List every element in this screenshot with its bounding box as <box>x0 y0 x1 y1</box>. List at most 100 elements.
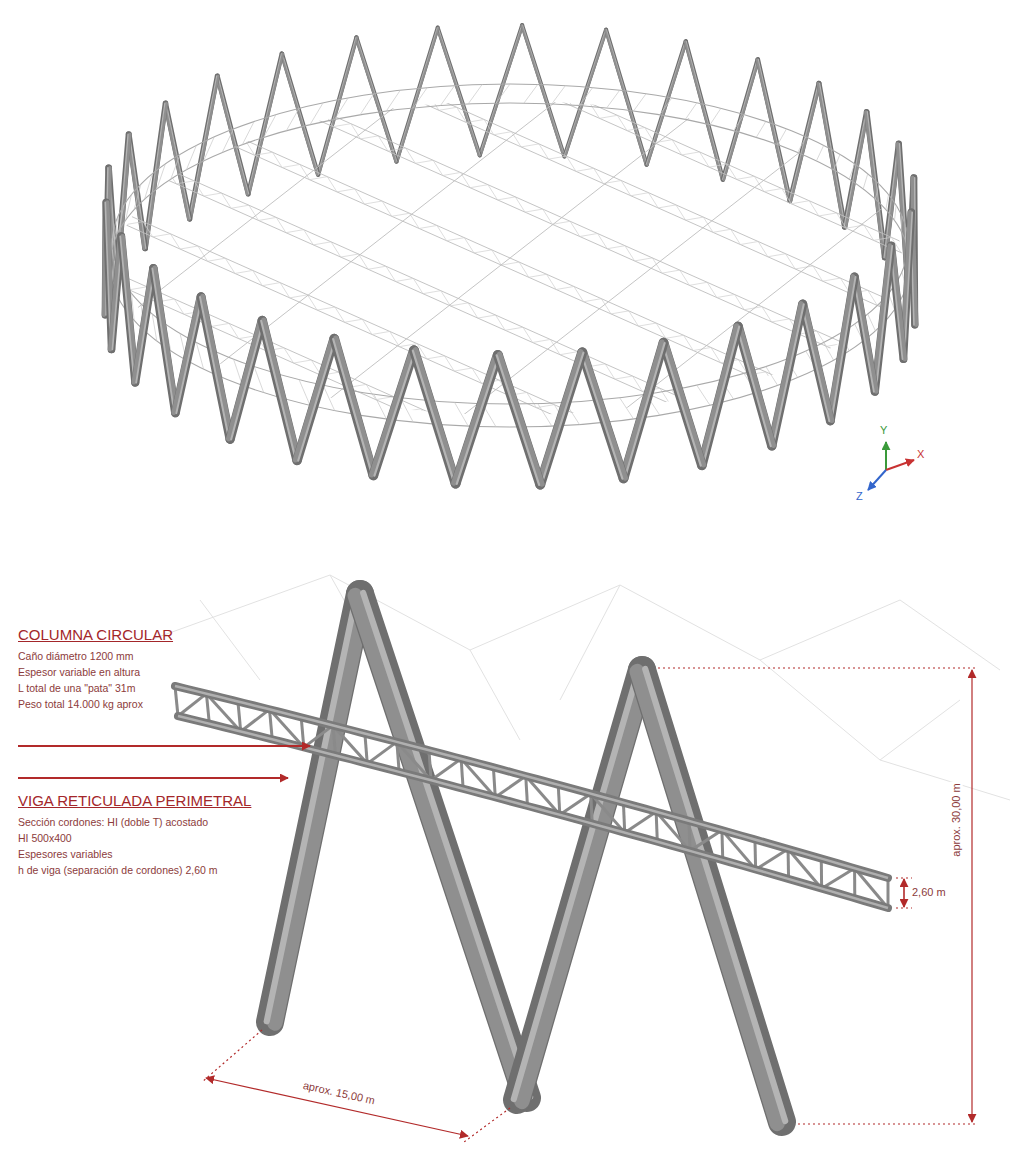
column-leg <box>770 304 804 446</box>
drawing-part <box>438 28 480 156</box>
perimeter-web <box>816 145 823 160</box>
drawing-part <box>500 354 542 484</box>
column-leg <box>539 352 584 485</box>
truss-web <box>109 0 1029 138</box>
drawing-part <box>372 350 413 475</box>
drawing-part <box>396 28 437 162</box>
perimeter-web <box>125 195 131 221</box>
callout-arrow <box>18 777 288 779</box>
drawing-part <box>645 669 785 1121</box>
truss-chord <box>314 251 1029 1014</box>
drawing-part <box>480 25 522 155</box>
perimeter-web <box>798 137 806 153</box>
drawing-part <box>770 304 801 446</box>
drawing-part <box>700 326 736 465</box>
drawing-part <box>437 28 479 156</box>
drawing-part <box>606 30 647 165</box>
truss-web <box>38 0 1029 297</box>
drawing-part <box>625 343 665 479</box>
truss-web <box>623 803 624 833</box>
drawing-part <box>497 355 539 485</box>
column-leg <box>497 354 542 485</box>
truss-web <box>367 742 397 764</box>
column-leg <box>662 342 703 465</box>
perimeter-web <box>204 137 215 161</box>
perimeter-web <box>824 343 834 361</box>
dimension-line <box>971 670 972 1122</box>
drawing-part <box>723 59 758 179</box>
drawing-part <box>438 27 480 155</box>
roof-trusses <box>0 0 1029 1014</box>
perimeter-truss-beam <box>175 686 888 908</box>
drawing-part <box>703 327 739 466</box>
perimeter-web <box>863 174 868 189</box>
axis-x <box>886 460 914 470</box>
drawing-part <box>134 268 152 382</box>
truss-web <box>0 112 1020 615</box>
column-leg <box>844 112 868 228</box>
drawing-part <box>607 30 648 165</box>
truss-web <box>241 709 270 731</box>
perimeter-web <box>901 216 903 231</box>
column-leg <box>700 326 739 466</box>
truss-chord <box>175 686 888 878</box>
perimeter-web <box>756 121 766 137</box>
perimeter-web <box>152 314 157 341</box>
extension-line <box>202 1030 262 1082</box>
column-leg <box>152 268 177 413</box>
drawing-part <box>854 277 874 392</box>
perimeter-web <box>496 84 510 103</box>
truss-web <box>0 165 996 668</box>
drawing-part <box>521 25 563 156</box>
drawing-part <box>581 353 622 479</box>
perimeter-web <box>734 115 744 131</box>
dimension-line <box>206 1078 468 1136</box>
faint-line <box>470 650 520 740</box>
truss-chord <box>109 0 1029 139</box>
truss-chord <box>0 0 940 565</box>
truss-chord <box>0 174 1002 678</box>
truss-chord <box>132 0 1029 86</box>
column-leg <box>128 134 146 248</box>
truss-chord <box>0 0 1029 413</box>
perimeter-web <box>157 164 166 189</box>
perimeter-web <box>685 103 697 120</box>
column-leg <box>637 669 785 1123</box>
drawing-part <box>357 37 397 161</box>
drawing-part <box>873 246 889 392</box>
column-leg <box>722 59 758 180</box>
drawing-part <box>152 268 174 413</box>
perimeter-web <box>620 398 634 419</box>
drawing-part <box>686 41 723 179</box>
drawing-part <box>856 276 876 391</box>
perimeter-web <box>710 108 721 124</box>
drawing-part <box>174 296 200 412</box>
drawing-part <box>356 38 396 162</box>
column-leg <box>216 76 248 195</box>
perimeter-web <box>886 195 889 210</box>
truss-web <box>0 218 973 721</box>
column-leg <box>479 25 523 156</box>
extension-line <box>896 907 912 908</box>
perimeter-web <box>413 87 427 107</box>
column-leg <box>355 593 530 1100</box>
drawing-part <box>319 38 357 175</box>
dimension-label: 2,60 m <box>912 886 946 899</box>
drawing-part <box>758 59 790 200</box>
truss-chord <box>85 0 1029 192</box>
drawing-part <box>203 296 232 439</box>
faint-line <box>760 660 960 760</box>
drawing-part <box>416 350 458 483</box>
truss-web <box>625 812 656 833</box>
drawing-part <box>637 671 777 1123</box>
column-leg <box>622 342 665 479</box>
perimeter-web <box>374 394 387 419</box>
chord-highlight <box>178 716 888 908</box>
faint-line <box>880 760 1010 800</box>
perimeter-web <box>697 385 710 405</box>
drawing-part <box>264 320 299 460</box>
drawing-part <box>129 134 145 248</box>
perimeter-web <box>766 367 778 386</box>
drawing-part <box>200 297 229 440</box>
